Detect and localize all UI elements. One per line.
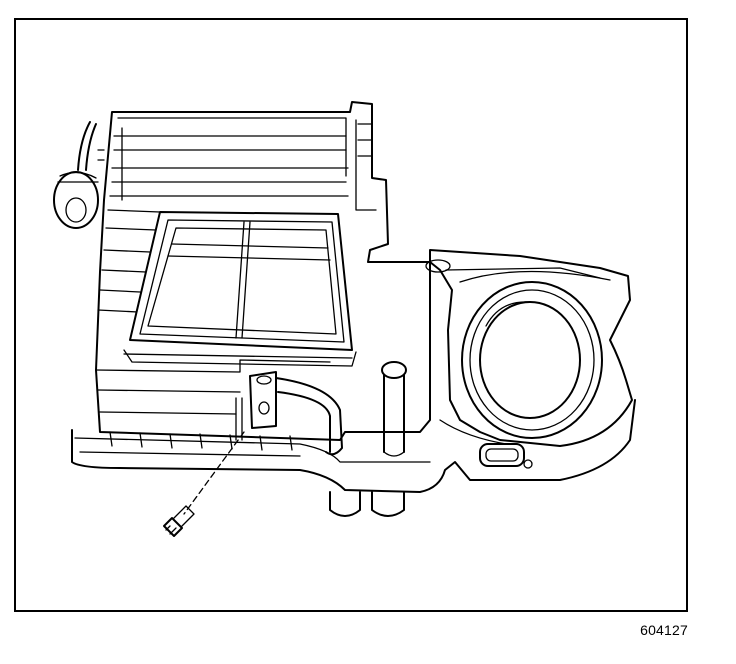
housing-base [71,399,636,493]
filter-door [123,211,357,367]
figure-frame [14,18,688,612]
figure-id: 604127 [640,622,688,638]
evaporator-case [95,101,431,451]
side-hose-fitting [53,121,105,229]
screw-callout [163,431,245,537]
mounting-bracket [235,371,277,441]
drain-fittings [329,361,407,517]
blower-housing [425,249,633,469]
heater-tube [275,377,343,456]
